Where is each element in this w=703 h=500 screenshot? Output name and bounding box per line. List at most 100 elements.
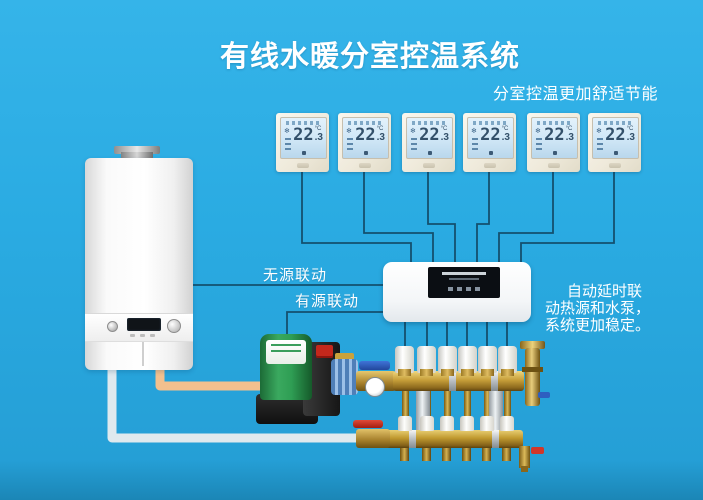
note-line: 自动延时联 [567,283,643,300]
temperature-value: 22 [480,125,501,145]
temperature-readout: 22 °C.3 [480,126,510,144]
boiler-seam [85,341,193,342]
supply-valve-handle [359,361,390,370]
wall-hung-boiler [85,158,193,370]
temperature-value: 22 [293,125,314,145]
thermostat: ❄ 22 °C.3 [338,113,391,172]
thermostat-screen: ❄ 22 °C.3 [592,117,639,159]
actuator-nut [501,369,514,376]
thermostat: ❄ 22 °C.3 [588,113,641,172]
zone-actuator [438,346,457,373]
note-line: 动热源和水泵， [545,300,651,317]
air-vent-ring [522,367,543,372]
temperature-unit: °C [314,126,322,132]
thermostat-button [484,163,496,168]
thermostat-screen: ❄ 22 °C.3 [467,117,514,159]
thermostat-button [359,163,371,168]
temperature-unit: °C [626,126,634,132]
thermostat-wire-5 [498,170,554,266]
loop-stub [464,391,471,418]
temperature-unit: °C [440,126,448,132]
return-outlet [442,448,451,461]
temperature-readout: 22 °C.3 [605,126,635,144]
boiler-seam [85,313,193,314]
flow-meter-cap [460,416,474,431]
temperature-unit: °C [501,126,509,132]
snowflake-icon: ❄ [346,128,352,135]
zone-controller [383,262,531,322]
zone-actuator [417,346,436,373]
thermostat: ❄ 22 °C.3 [276,113,329,172]
actuator-nut [398,369,411,376]
controller-nameplate [428,267,500,298]
flow-meter-cap [398,416,412,431]
return-valve-body [356,429,390,448]
nameplate-text-line [442,272,486,275]
lcd-mode-bars [597,138,603,150]
active-linkage-label: 有源联动 [295,293,360,310]
boiler-control-panel [85,314,193,341]
temperature-decimal: .3 [565,132,574,143]
actuator-nut [441,369,454,376]
temperature-readout: 22 °C.3 [293,126,323,144]
actuator-nut [420,369,433,376]
thermostat-screen: ❄ 22 °C.3 [280,117,327,159]
note-line: 系统更加稳定。 [545,317,651,334]
temperature-decimal: .3 [314,132,323,143]
nameplate-indicators [428,287,500,291]
lcd-status-segments [348,121,382,125]
loop-stub [402,391,409,418]
temperature-decimal: .3 [501,132,510,143]
lcd-mode-bars [411,138,417,150]
actuator-nut [461,369,474,376]
lcd-cursor [553,151,557,155]
temperature-value: 22 [355,125,376,145]
zone-actuator [478,346,497,373]
temperature-readout: 22 °C.3 [544,126,574,144]
loop-stub [484,391,491,418]
temperature-decimal: .3 [440,132,449,143]
flow-meter-cap [440,416,454,431]
thermostat-button [423,163,435,168]
note-block: 自动延时联 动热源和水泵， 系统更加稳定。 [545,283,675,334]
boiler-flue [121,152,153,160]
thermostat: ❄ 22 °C.3 [527,113,580,172]
snowflake-icon: ❄ [535,128,541,135]
air-vent-lever [538,392,550,398]
lcd-cursor [428,151,432,155]
snowflake-icon: ❄ [410,128,416,135]
passive-linkage-label: 无源联动 [263,267,328,284]
lcd-cursor [364,151,368,155]
loop-stub [504,391,511,418]
lcd-mode-bars [285,138,291,150]
thermostat-wire-2 [363,170,434,266]
lcd-status-segments [473,121,507,125]
drain-outlet [521,466,528,472]
return-outlet [422,448,431,461]
flow-meter-cap [480,416,494,431]
temperature-readout: 22 °C.3 [355,126,385,144]
lcd-status-segments [286,121,320,125]
lcd-mode-bars [472,138,478,150]
zone-actuator [458,346,477,373]
snowflake-icon: ❄ [471,128,477,135]
temperature-value: 22 [544,125,565,145]
nameplate-text-line [449,278,479,280]
snowflake-icon: ❄ [596,128,602,135]
active-linkage-wire [286,311,385,338]
thermostat: ❄ 22 °C.3 [402,113,455,172]
temperature-unit: °C [376,126,384,132]
drain-pipe [519,446,530,468]
lcd-mode-bars [347,138,353,150]
page-subtitle: 分室控温更加舒适节能 [493,86,659,103]
pump-power-button [316,345,333,358]
thermostat-button [609,163,621,168]
lcd-cursor [302,151,306,155]
temperature-readout: 22 °C.3 [419,126,449,144]
boiler-buttons [130,334,155,337]
manifold-coupling [491,371,498,391]
thermostat-button [548,163,560,168]
air-vent-cap [520,341,545,349]
